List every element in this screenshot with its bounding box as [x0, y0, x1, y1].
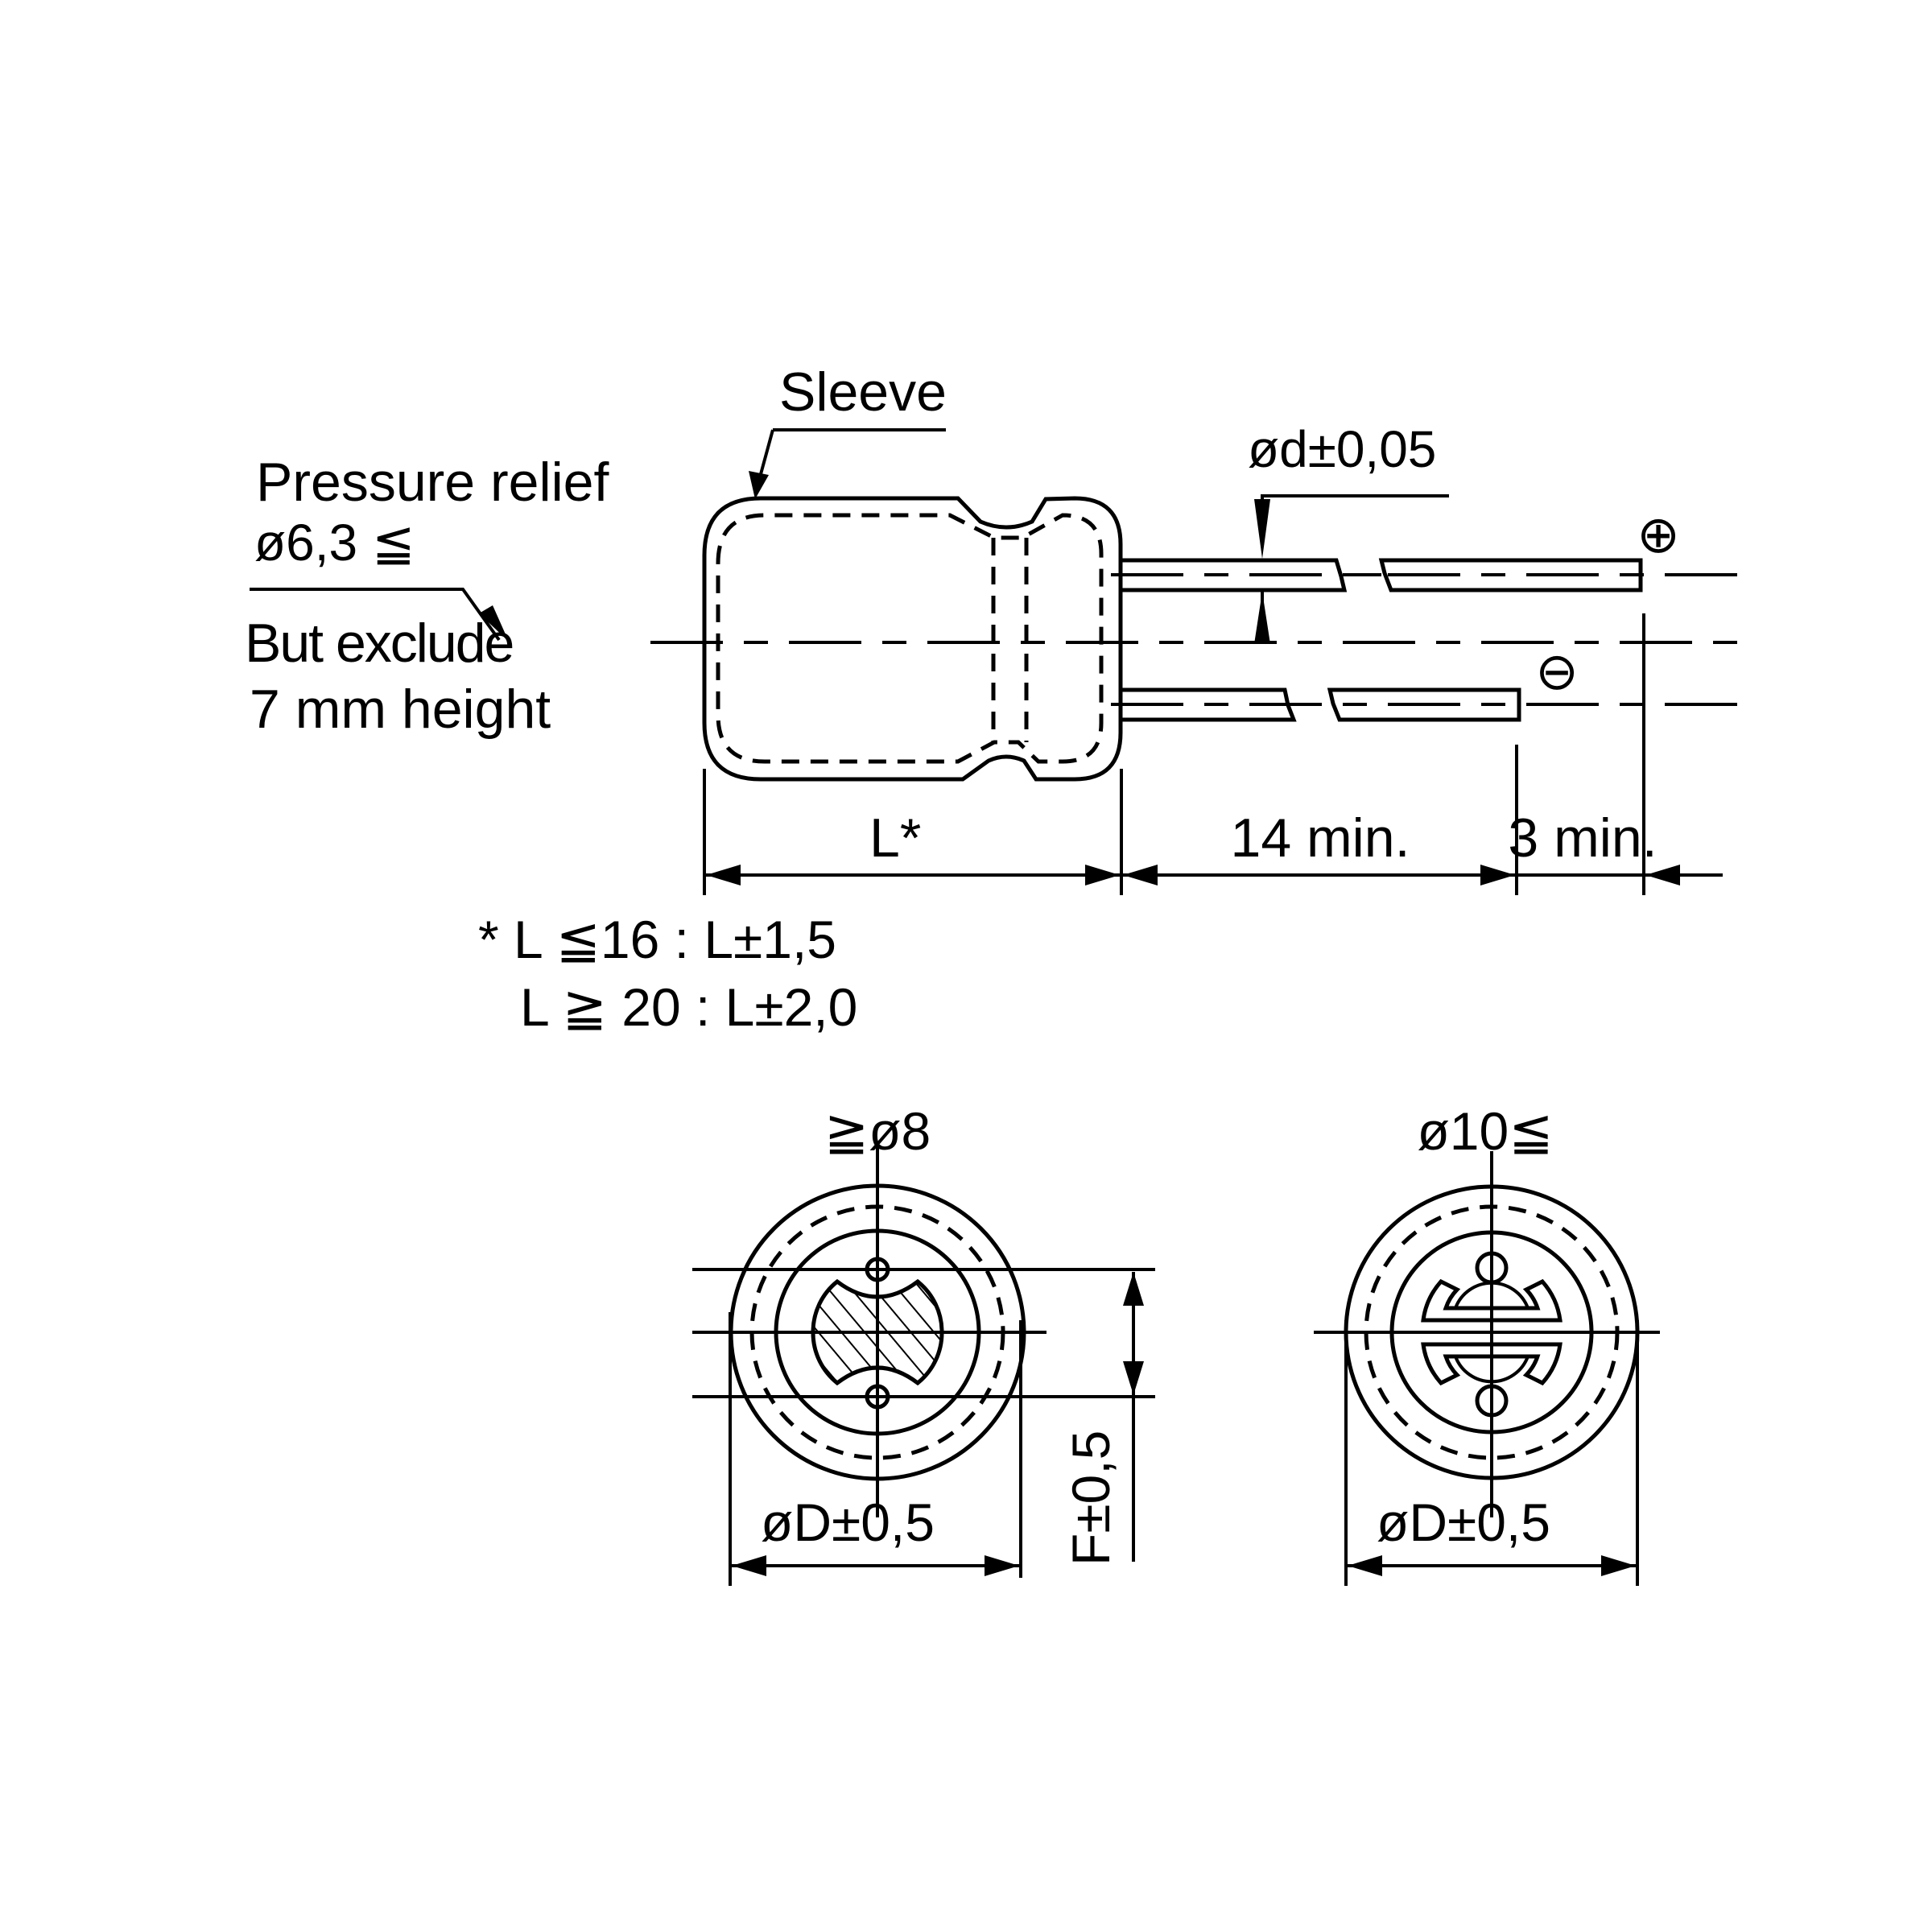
pitch-arrow-up: [1123, 1272, 1144, 1306]
length-arrow-right: [1085, 865, 1120, 886]
sleeve-inner-outline: [716, 513, 1104, 764]
positive-lead-segment-2: [1378, 558, 1643, 592]
pitch-arrow-down: [1123, 1361, 1144, 1395]
exclude-label-line1: But exclude: [245, 613, 513, 674]
end-view-large-title: ø10≦: [1417, 1101, 1553, 1161]
positive-lead-segment-1: [1121, 558, 1348, 592]
pressure-relief-size: ø6,3 ≦: [254, 514, 415, 572]
end-view-large-arrow-left: [1348, 1555, 1382, 1576]
end-view-small: ≧ø8 F±0,5: [692, 1101, 1155, 1586]
side-view: ød±0,05 ⊕ ⊖ Sleeve Pressure relief ø6,3 …: [245, 361, 1747, 1037]
lead-min-arrow-left: [1123, 865, 1158, 886]
negative-lead-segment-2: [1327, 687, 1521, 722]
negative-polarity-icon: ⊖: [1535, 642, 1579, 700]
length-dimension-label: L*: [869, 807, 921, 869]
vent-segment-lower: [1421, 1342, 1563, 1386]
lead-min-label: 14 min.: [1231, 807, 1410, 869]
end-view-small-arrow-left: [732, 1555, 766, 1576]
lead-diff-arrow-right: [1645, 865, 1680, 886]
pressure-relief-label: Pressure relief: [256, 452, 609, 513]
end-view-small-arrow-right: [985, 1555, 1019, 1576]
lead-min-arrow-right: [1480, 865, 1515, 886]
sleeve-label: Sleeve: [779, 361, 947, 423]
pitch-dimension-label: F±0,5: [1061, 1430, 1121, 1566]
lead-diameter-arrow-down: [1254, 499, 1270, 559]
lead-diameter-label: ød±0,05: [1248, 420, 1436, 478]
end-view-small-diameter-label: øD±0,5: [761, 1492, 935, 1552]
sleeve-arrow: [749, 471, 769, 499]
pressure-relief-leader: [250, 588, 501, 642]
exclude-label-line2: 7 mm height: [250, 679, 551, 740]
lead-diameter-leader: [1261, 494, 1449, 531]
end-view-large: ø10≦ øD±0,5: [1314, 1101, 1660, 1586]
end-view-large-diameter-label: øD±0,5: [1377, 1492, 1550, 1552]
length-arrow-left: [706, 865, 741, 886]
pressure-relief-arrow: [479, 605, 509, 642]
lead-diameter-arrow-up: [1254, 592, 1270, 644]
positive-polarity-icon: ⊕: [1637, 506, 1680, 564]
lead-diff-min-label: 3 min.: [1508, 807, 1657, 869]
length-tolerance-note-1: * L ≦16 : L±1,5: [478, 910, 836, 969]
end-view-large-arrow-right: [1601, 1555, 1636, 1576]
capacitor-body-outline: [702, 496, 1123, 782]
length-tolerance-note-2: L ≧ 20 : L±2,0: [520, 977, 857, 1037]
vent-segment-upper: [1421, 1278, 1563, 1323]
